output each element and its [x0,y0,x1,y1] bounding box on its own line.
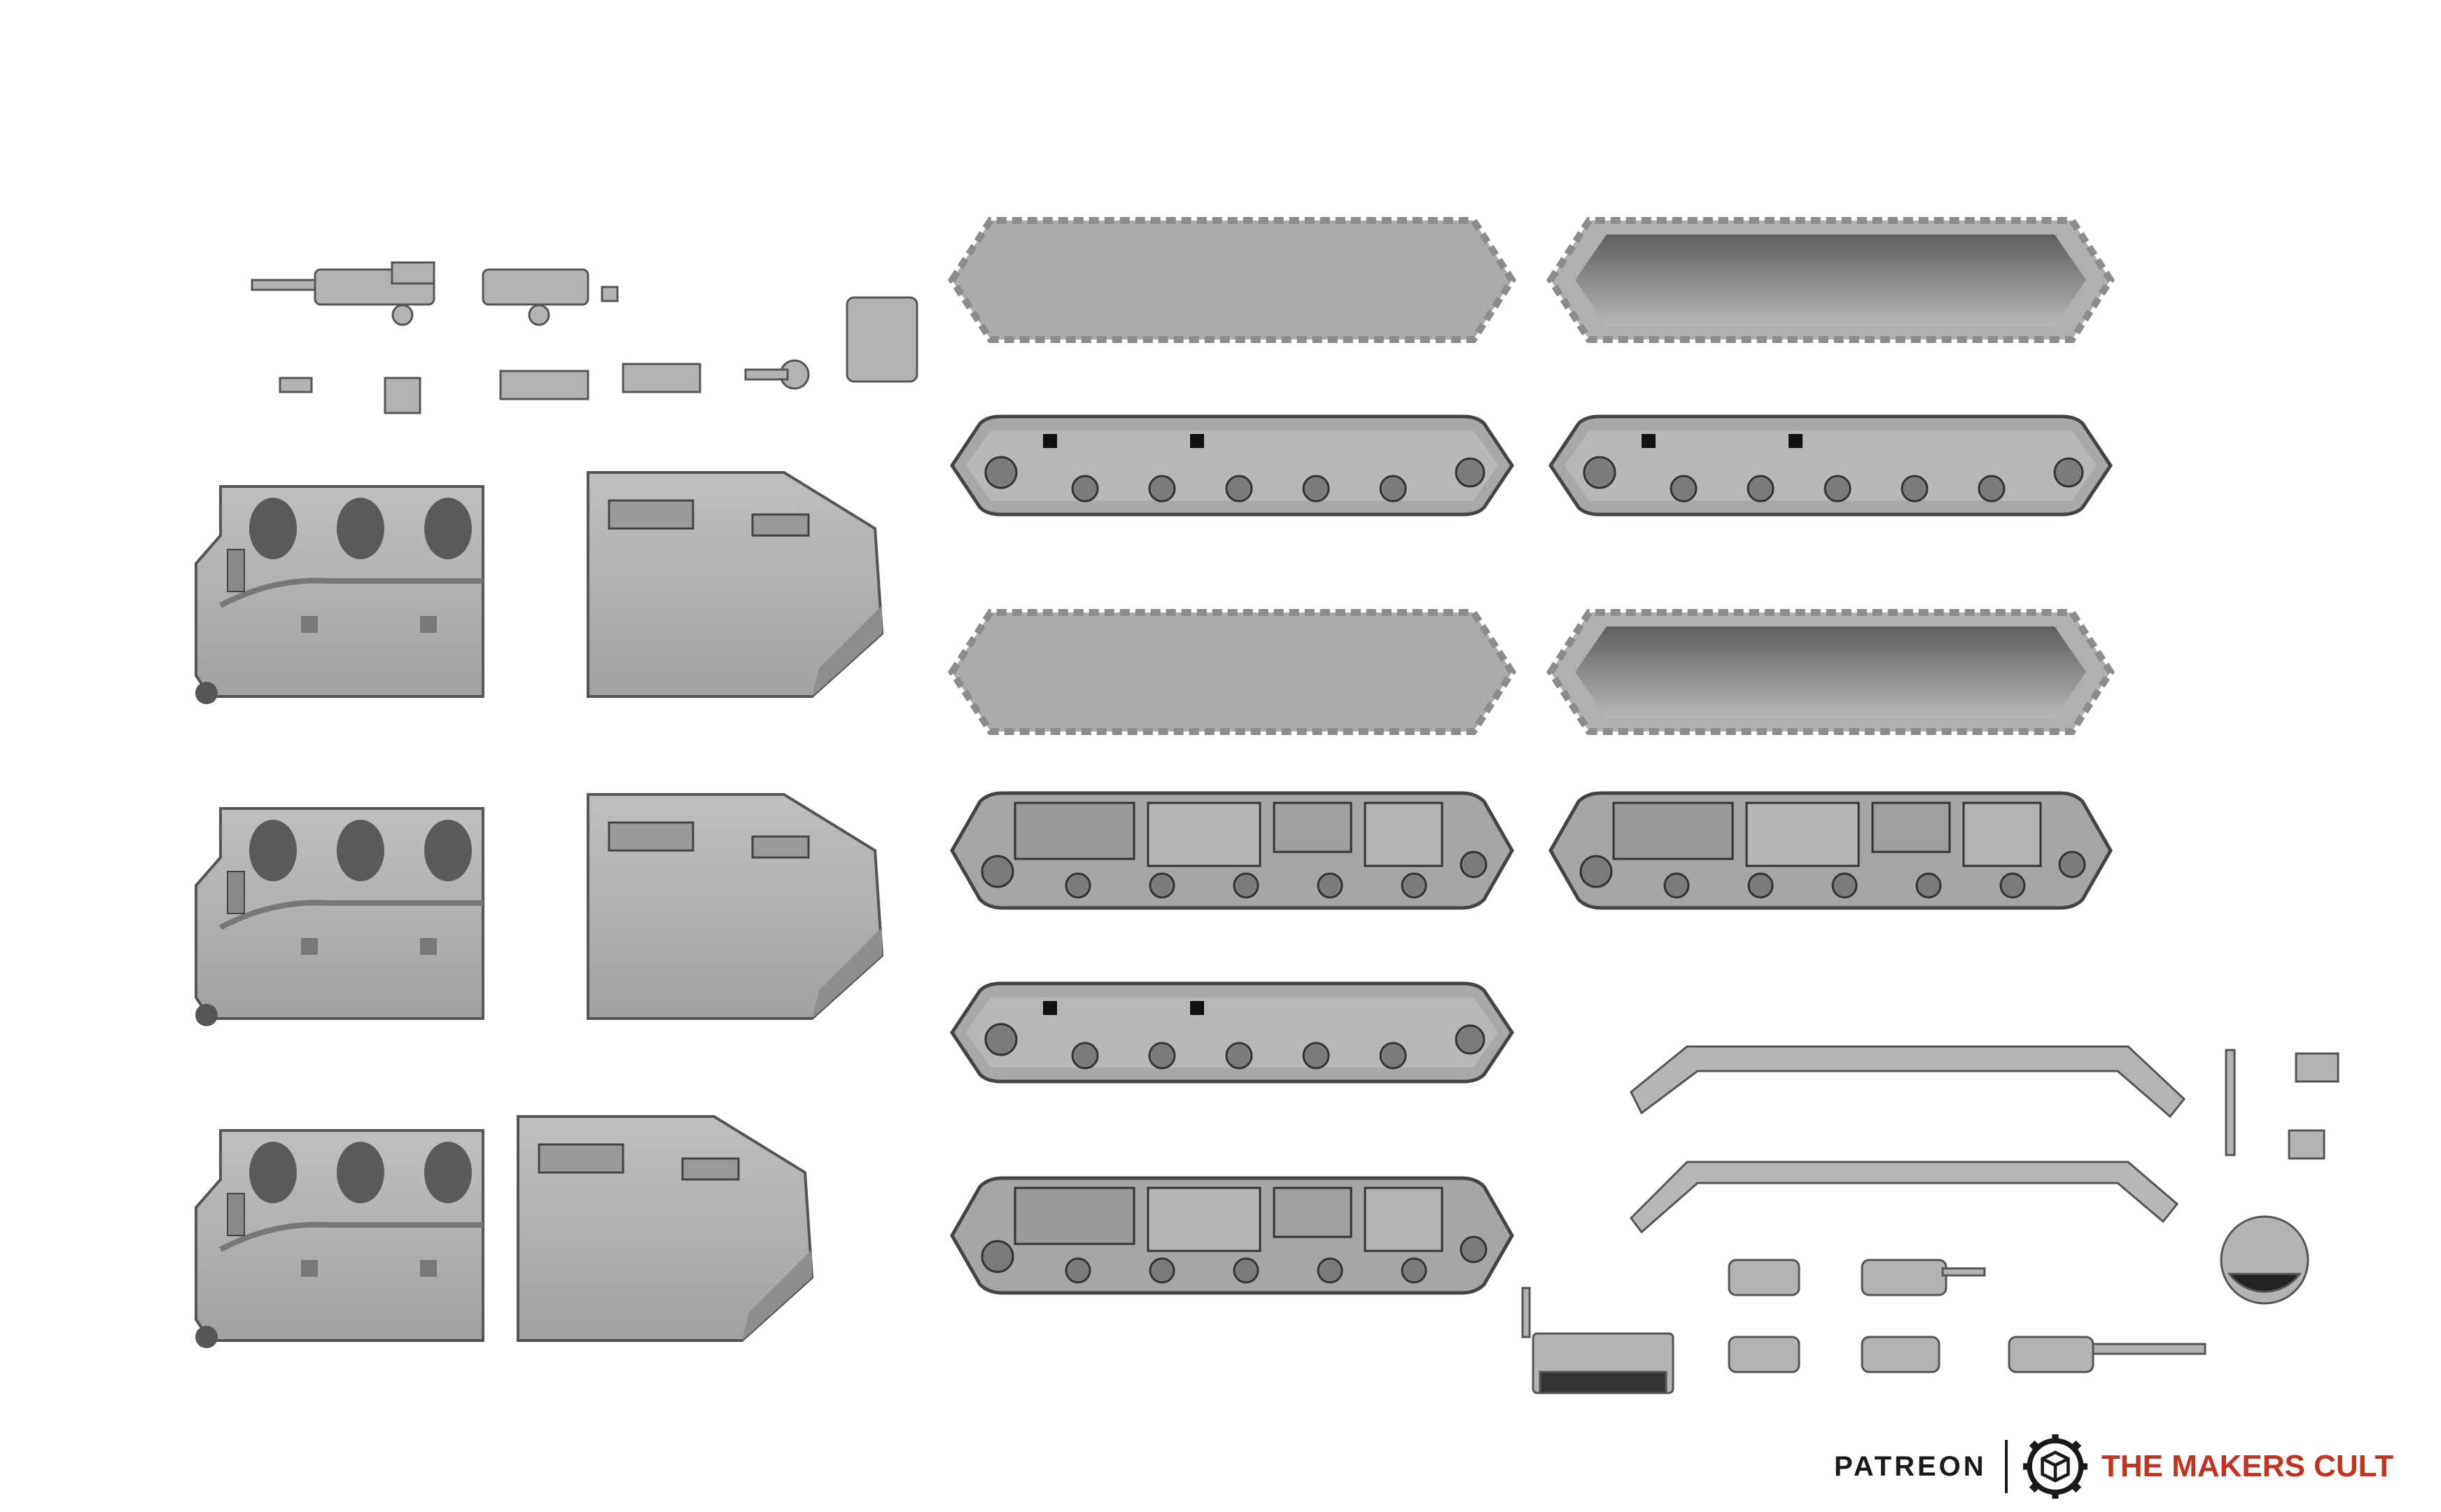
gear-cube-logo-icon [2023,1434,2087,1499]
studio-name: THE MAKERS CULT [2101,1449,2394,1483]
hull-rear-part-1 [195,486,483,704]
hull-rear-part-2 [195,808,483,1026]
track-side-plain-3 [952,983,1512,1082]
patreon-label: PATREON [1834,1450,1987,1482]
branding-divider [2005,1440,2008,1493]
track-top-tray-1 [1551,220,2111,340]
hull-front-part-2 [587,793,883,1020]
track-side-plain-1 [952,416,1512,514]
turret-and-weapon-parts [1521,1049,2339,1394]
track-side-plain-2 [1551,416,2111,514]
track-side-detailed-3 [952,1178,1512,1293]
small-parts-group [251,261,918,414]
track-guard-rails [1630,1045,2186,1234]
hull-front-part-1 [587,471,883,698]
branding-footer: PATREON THE MAKERS CULT [1834,1428,2422,1505]
track-top-plate-1 [952,220,1512,340]
track-top-plate-2 [952,612,1512,732]
track-top-tray-2 [1551,612,2111,732]
track-side-detailed-2 [1551,793,2111,908]
track-side-detailed-1 [952,793,1512,908]
